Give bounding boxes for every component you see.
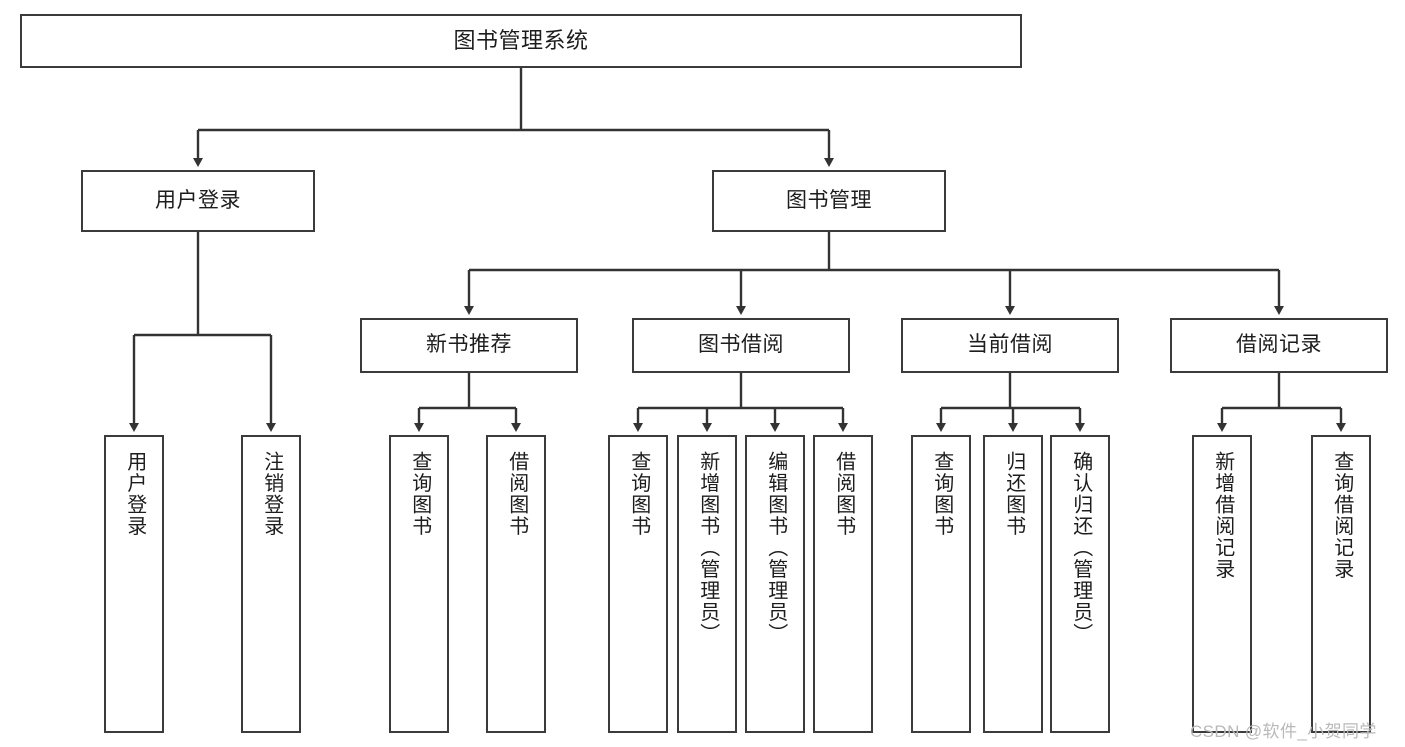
leaf-node[interactable]: 查询图书 (389, 435, 449, 733)
leaf-node[interactable]: 借阅图书 (486, 435, 546, 733)
leaf-node[interactable]: 归还图书 (983, 435, 1043, 733)
branch-node[interactable]: 图书借阅 (632, 318, 850, 373)
node-label: 图书借阅 (698, 333, 784, 357)
node-label: 用户登录 (155, 188, 241, 212)
node-label: 查询图书 (627, 451, 650, 537)
branch-node[interactable]: 借阅记录 (1170, 318, 1388, 373)
root-node[interactable]: 图书管理系统 (20, 14, 1022, 68)
node-label: 图书管理 (786, 188, 872, 212)
leaf-node[interactable]: 查询图书 (911, 435, 971, 733)
node-label: 借阅图书 (832, 451, 855, 537)
node-label: 查询图书 (408, 451, 431, 537)
leaf-node[interactable]: 借阅图书 (813, 435, 873, 733)
node-label: 用户登录 (123, 451, 146, 537)
leaf-node[interactable]: 查询借阅记录 (1311, 435, 1371, 733)
leaf-node[interactable]: 编辑图书（管理员） (745, 435, 805, 733)
node-label: 确认归还（管理员） (1069, 451, 1092, 645)
watermark: CSDN @软件_小贺同学 (1190, 722, 1377, 741)
node-label: 归还图书 (1002, 451, 1025, 537)
leaf-node[interactable]: 新增图书（管理员） (677, 435, 737, 733)
leaf-node[interactable]: 新增借阅记录 (1192, 435, 1252, 733)
node-label: 注销登录 (260, 451, 283, 537)
node-label: 借阅图书 (505, 451, 528, 537)
branch-node[interactable]: 当前借阅 (901, 318, 1119, 373)
node-label: 查询图书 (930, 451, 953, 537)
node-label: 新书推荐 (426, 333, 512, 357)
leaf-node[interactable]: 确认归还（管理员） (1050, 435, 1110, 733)
leaf-node[interactable]: 用户登录 (104, 435, 164, 733)
node-label: 当前借阅 (967, 333, 1053, 357)
node-label: 查询借阅记录 (1330, 451, 1353, 580)
node-label: 编辑图书（管理员） (764, 451, 787, 645)
node-label: 新增借阅记录 (1211, 451, 1234, 580)
leaf-node[interactable]: 查询图书 (608, 435, 668, 733)
node-label: 新增图书（管理员） (696, 451, 719, 645)
branch-node[interactable]: 图书管理 (712, 170, 946, 232)
leaf-node[interactable]: 注销登录 (241, 435, 301, 733)
node-label: 图书管理系统 (453, 28, 589, 54)
node-label: 借阅记录 (1236, 333, 1322, 357)
branch-node[interactable]: 新书推荐 (360, 318, 578, 373)
branch-node[interactable]: 用户登录 (81, 170, 315, 232)
